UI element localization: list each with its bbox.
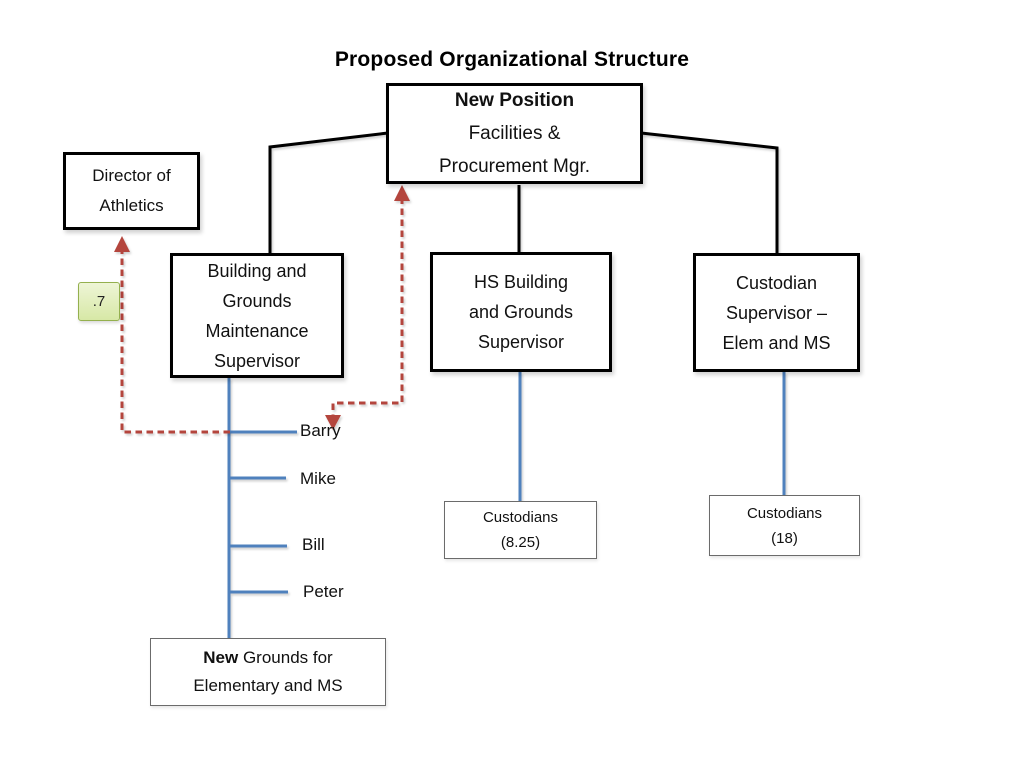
org-node-line: and Grounds xyxy=(468,302,574,322)
org-node-new-position: New Position Facilities & Procurement Mg… xyxy=(386,83,643,184)
org-node-line: Facilities & xyxy=(468,123,561,144)
fte-badge: .7 xyxy=(78,282,120,321)
org-node-building-grounds-supervisor: Building and Grounds Maintenance Supervi… xyxy=(170,253,344,378)
slide-title: Proposed Organizational Structure xyxy=(334,48,690,71)
new-grounds-rest: Grounds for xyxy=(238,648,333,667)
org-node-line: (8.25) xyxy=(500,534,541,551)
org-node-line: Building and xyxy=(207,260,307,281)
org-node-line: Custodians xyxy=(482,509,559,526)
org-node-line: Grounds xyxy=(222,290,292,311)
org-node-line: Athletics xyxy=(99,196,164,215)
org-node-director-of-athletics: Director of Athletics xyxy=(63,152,200,230)
staff-label: Barry xyxy=(300,421,341,440)
org-node-new-grounds: New Grounds for Elementary and MS xyxy=(150,638,386,706)
org-node-custodians-hs-count: Custodians (8.25) xyxy=(444,501,597,559)
org-node-line: Custodian xyxy=(735,272,818,293)
org-node-line: HS Building xyxy=(473,272,569,292)
org-node-custodian-supervisor: Custodian Supervisor – Elem and MS xyxy=(693,253,860,372)
org-node-line: Maintenance xyxy=(205,320,309,341)
org-node-line: Supervisor xyxy=(213,350,301,371)
org-node-line: Supervisor xyxy=(477,332,565,352)
new-grounds-bold-word: New xyxy=(203,648,239,667)
staff-label: Mike xyxy=(300,469,336,488)
arrowhead-up-new-position xyxy=(394,185,410,201)
staff-label: Peter xyxy=(303,582,344,601)
org-node-hs-building-grounds-supervisor: HS Building and Grounds Supervisor xyxy=(430,252,612,372)
org-node-line: Elementary and MS xyxy=(193,676,343,695)
org-node-custodians-elem-count: Custodians (18) xyxy=(709,495,860,556)
org-node-line: (18) xyxy=(771,529,798,547)
org-node-line: Custodians xyxy=(746,504,823,522)
org-node-line: Procurement Mgr. xyxy=(439,156,590,177)
org-node-line: New Position xyxy=(454,90,575,111)
arrowhead-up-director xyxy=(114,236,130,252)
org-node-line: Director of xyxy=(92,166,171,185)
org-node-line: Elem and MS xyxy=(722,332,831,353)
org-node-line: Supervisor – xyxy=(725,302,828,323)
org-node-line: New Grounds for xyxy=(203,644,332,672)
staff-label: Bill xyxy=(302,535,325,554)
